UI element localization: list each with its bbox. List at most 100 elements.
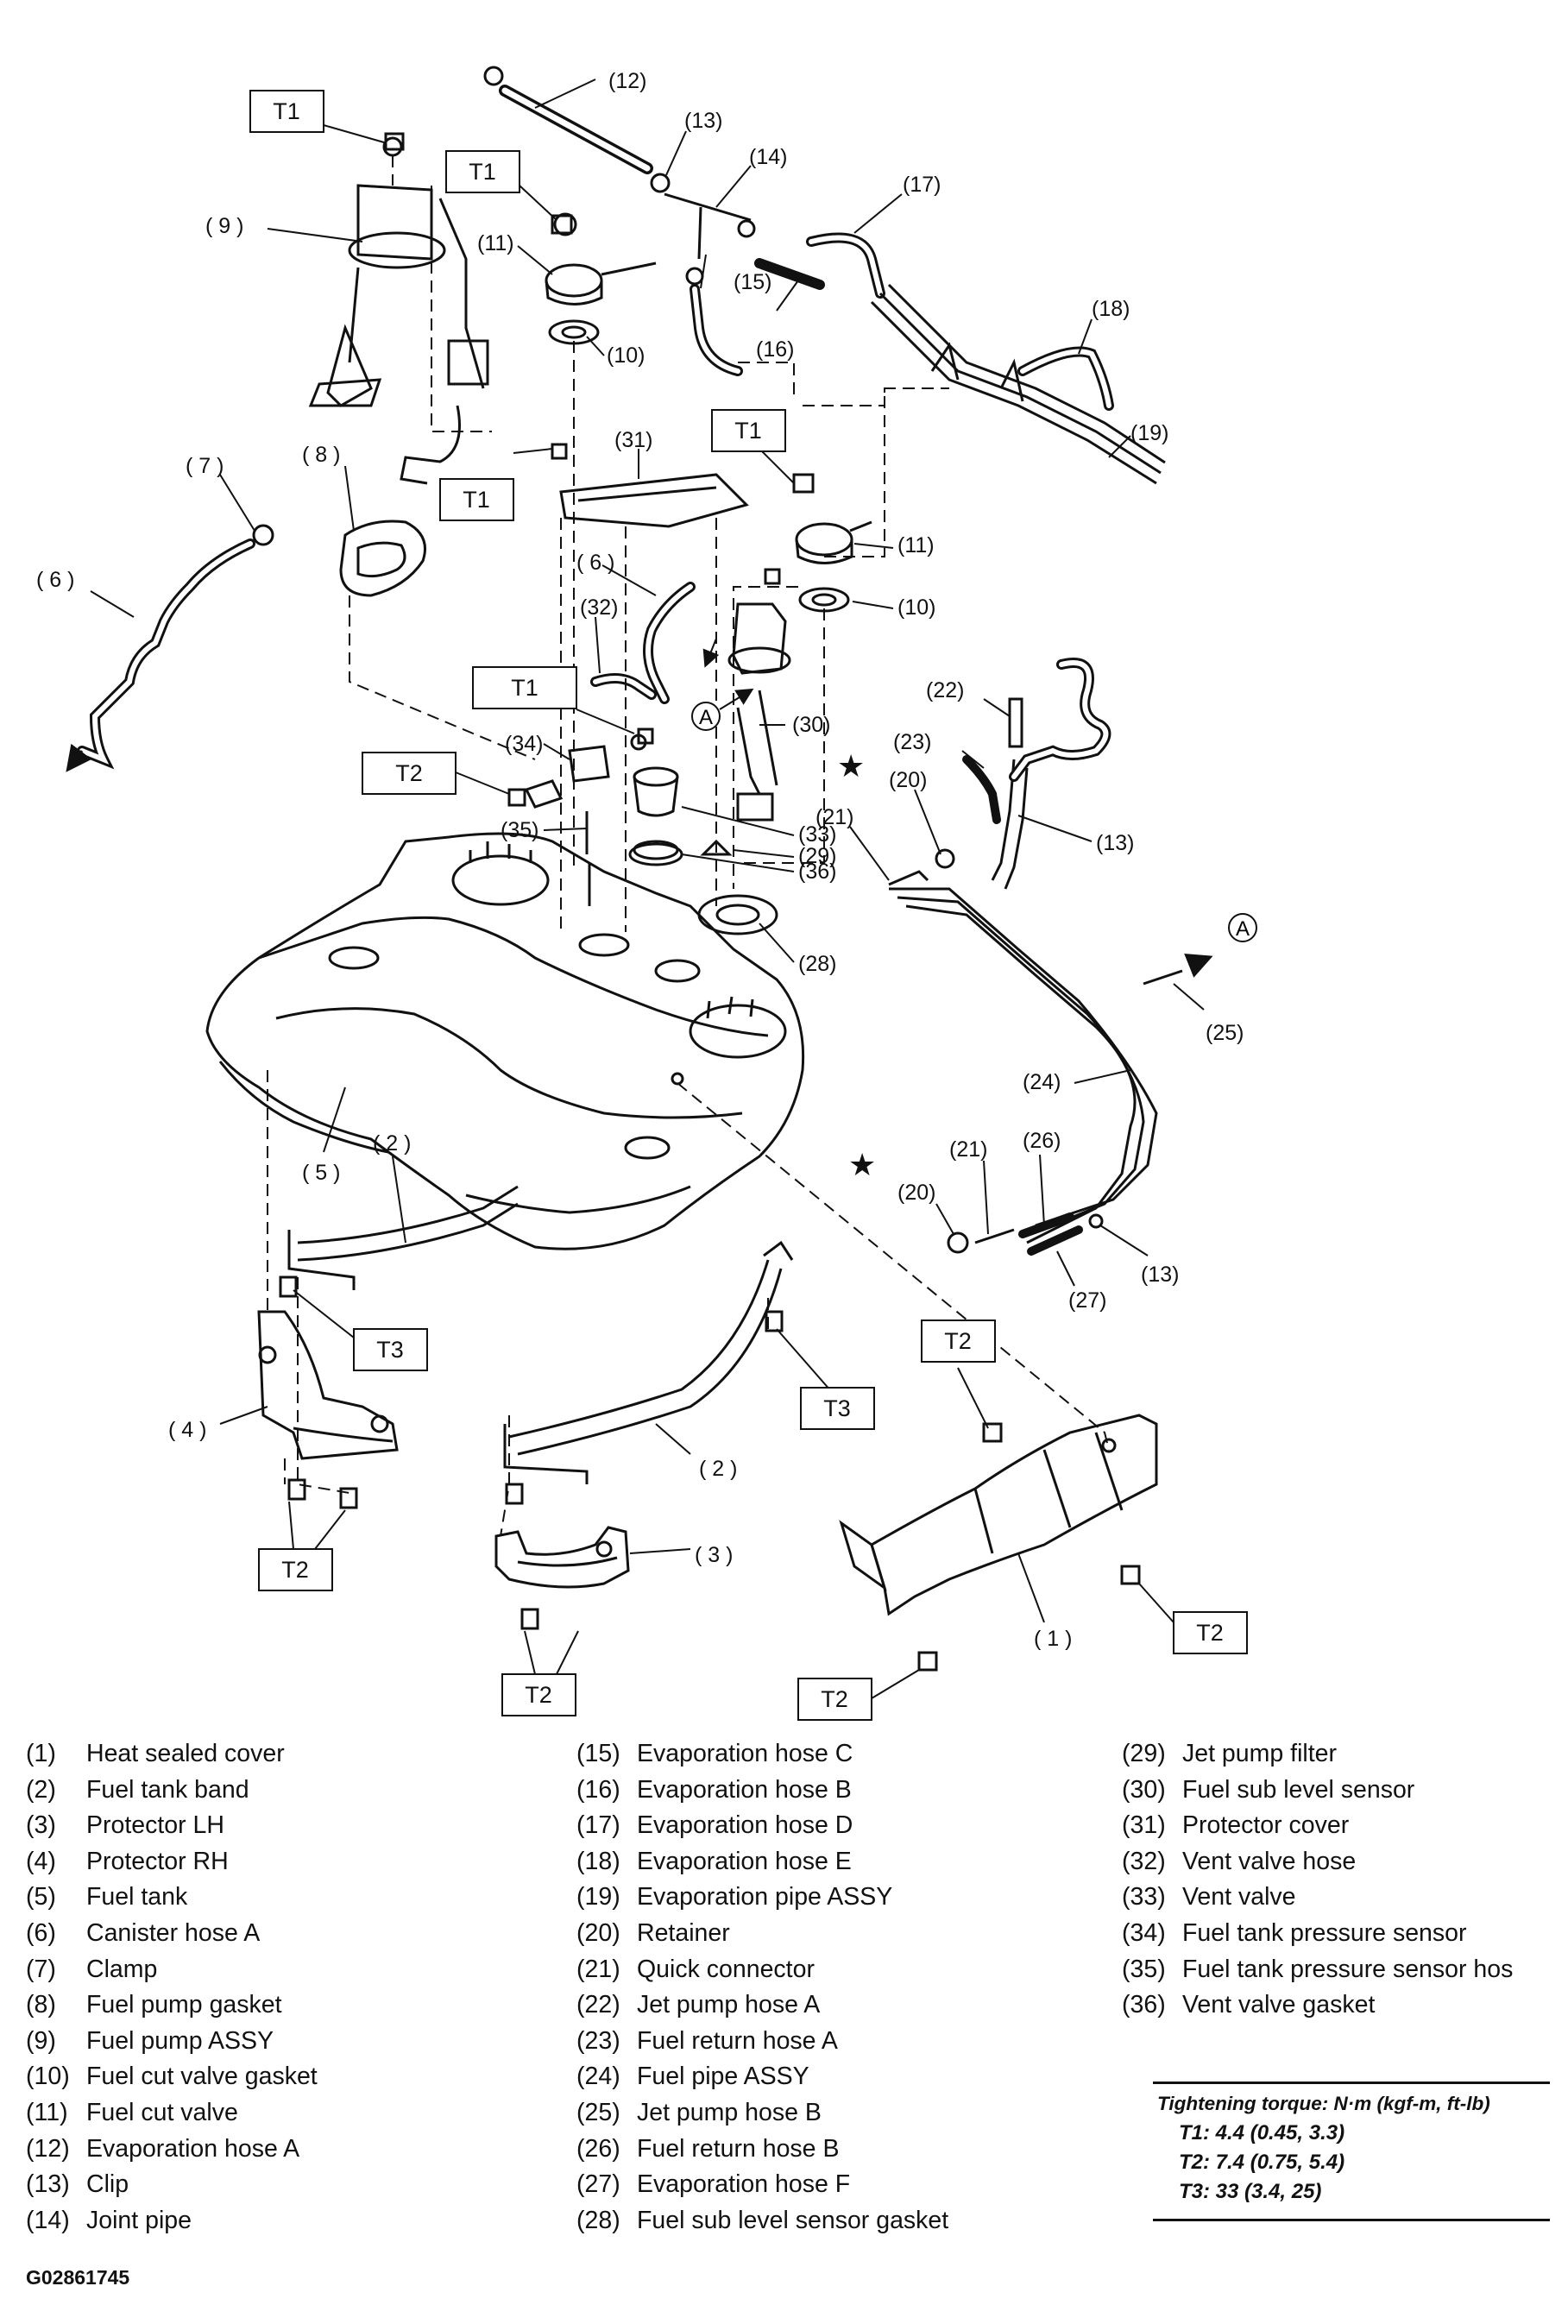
callout-36: (36) xyxy=(798,860,836,884)
legend-item: (2)Fuel tank band xyxy=(26,1773,318,1809)
legend-item-label: Fuel pump gasket xyxy=(86,1991,282,2019)
legend-item-label: Evaporation hose A xyxy=(86,2134,300,2163)
callout-35: (35) xyxy=(501,818,538,842)
torque-spec-title: Tightening torque: N·m (kgf-m, ft-lb) xyxy=(1157,2093,1490,2114)
torque-box-t1-cut-valve: T1 xyxy=(445,150,520,193)
legend-item-number: (35) xyxy=(1122,1955,1166,1983)
legend-item-label: Fuel tank xyxy=(86,1883,188,1911)
legend-item: (18) Evaporation hose E xyxy=(576,1844,948,1880)
legend-item: (30)Fuel sub level sensor xyxy=(1122,1773,1553,1809)
torque-spec-row-t1: T1: 4.4 (0.45, 3.3) xyxy=(1179,2121,1345,2145)
callout-27: (27) xyxy=(1068,1288,1106,1313)
legend-column-2: (15)Evaporation hose C(16)Evaporation ho… xyxy=(576,1736,948,2239)
legend-item-label: Fuel tank band xyxy=(86,1775,249,1804)
torque-box-label: T1 xyxy=(734,418,762,444)
legend-item-number: (31) xyxy=(1122,1811,1166,1840)
legend-item-number: (21) xyxy=(576,1955,620,1983)
legend-item-number: (4) xyxy=(26,1847,56,1875)
torque-box-t1-cut-valve-lower: T1 xyxy=(711,409,786,452)
legend-item: (22)Jet pump hose A xyxy=(576,1987,948,2024)
legend-item-number: (20) xyxy=(576,1918,620,1947)
legend-item: (4) Protector RH xyxy=(26,1844,318,1880)
legend-item-label: Protector LH xyxy=(86,1811,224,1840)
legend-item-number: (18) xyxy=(576,1847,620,1875)
leader-lines xyxy=(90,79,1205,1623)
legend-item: (35)Fuel tank pressure sensor hos xyxy=(1122,1952,1553,1988)
legend-item-number: (30) xyxy=(1122,1775,1166,1804)
callout-15: (15) xyxy=(734,270,771,294)
torque-box-label: T2 xyxy=(395,760,423,786)
legend-item-number: (15) xyxy=(576,1740,620,1767)
torque-box-t1-cover: T1 xyxy=(439,478,514,521)
legend-item-label: Fuel return hose A xyxy=(637,2026,838,2055)
callout-11: (11) xyxy=(477,231,514,255)
legend-item-label: Fuel return hose B xyxy=(637,2134,840,2163)
legend-item-label: Canister hose A xyxy=(86,1918,261,1947)
legend-item-number: (7) xyxy=(26,1955,56,1983)
legend-item-number: (26) xyxy=(576,2134,620,2163)
legend-item-label: Evaporation hose C xyxy=(637,1740,853,1767)
legend-item-label: Fuel tank pressure sensor xyxy=(1182,1918,1467,1947)
legend-item-number: (9) xyxy=(26,2026,56,2055)
legend-item-number: (19) xyxy=(576,1883,620,1911)
torque-box-label: T1 xyxy=(469,159,496,185)
callout-10: (10) xyxy=(607,343,645,368)
legend-item-number: (11) xyxy=(26,2098,68,2126)
legend-item: (15) Evaporation hose C xyxy=(576,1736,948,1773)
torque-box-label: T2 xyxy=(821,1686,848,1712)
legend-item-number: (6) xyxy=(26,1918,56,1947)
legend-item-number: (5) xyxy=(26,1883,56,1911)
callout-25: (25) xyxy=(1206,1021,1244,1045)
legend-item: (34) Fuel tank pressure sensor xyxy=(1122,1916,1553,1952)
legend-item-label: Protector RH xyxy=(86,1847,229,1875)
ref-mark-letter: A xyxy=(699,706,713,729)
legend-item-label: Joint pipe xyxy=(86,2206,192,2234)
legend-item-number: (33) xyxy=(1122,1883,1166,1911)
legend-item: (29)Jet pump filter xyxy=(1122,1736,1553,1773)
legend-item: (20) Retainer xyxy=(576,1916,948,1952)
legend-item-label: Vent valve gasket xyxy=(1182,1991,1376,2019)
legend-item-number: (34) xyxy=(1122,1918,1166,1947)
callout-22: (22) xyxy=(926,678,964,702)
protector-rh-drawing xyxy=(257,1310,399,1460)
figure-code: G02861745 xyxy=(26,2266,130,2289)
ref-mark-a-upper xyxy=(702,638,720,668)
star-marks: ★ ★ xyxy=(837,748,876,1182)
callout-29: (29) xyxy=(798,844,836,868)
legend-item: (17)Evaporation hose D xyxy=(576,1808,948,1844)
legend-item-label: Retainer xyxy=(637,1918,730,1947)
legend-item-number: (13) xyxy=(26,2170,70,2199)
legend-item-label: Fuel cut valve xyxy=(86,2098,238,2126)
legend-item: (21)Quick connector xyxy=(576,1952,948,1988)
torque-box-t2-protector-rh: T2 xyxy=(258,1548,333,1591)
legend-item: (8)Fuel pump gasket xyxy=(26,1987,318,2024)
legend-column-1: (1)Heat sealed cover(2)Fuel tank band(3)… xyxy=(26,1736,318,2239)
torque-box-t2-cover-bottom: T2 xyxy=(797,1678,872,1721)
ref-mark-letter: A xyxy=(1236,917,1250,941)
legend-item-number: (3) xyxy=(26,1811,56,1840)
legend-item: (31)Protector cover xyxy=(1122,1808,1553,1844)
torque-spec-table: Tightening torque: N·m (kgf-m, ft-lb) T1… xyxy=(1153,2082,1550,2221)
legend-item: (28)Fuel sub level sensor gasket xyxy=(576,2203,948,2239)
torque-box-t3-left: T3 xyxy=(353,1328,428,1371)
torque-box-label: T2 xyxy=(525,1682,552,1708)
callout-34: (34) xyxy=(505,732,543,756)
callout-9: ( 9 ) xyxy=(205,214,243,238)
legend-item-label: Evaporation hose E xyxy=(637,1847,852,1875)
legend-item: (19) Evaporation pipe ASSY xyxy=(576,1880,948,1916)
legend-item-number: (36) xyxy=(1122,1991,1166,2019)
legend-item-label: Fuel pump ASSY xyxy=(86,2026,274,2055)
torque-box-t3-right: T3 xyxy=(800,1387,875,1430)
torque-box-label: T2 xyxy=(1196,1620,1224,1646)
torque-spec-row-t3: T3: 33 (3.4, 25) xyxy=(1179,2180,1322,2203)
callout-5: ( 5 ) xyxy=(302,1161,340,1185)
legend-item-label: Evaporation pipe ASSY xyxy=(637,1883,893,1911)
legend-item-label: Vent valve hose xyxy=(1182,1847,1357,1875)
legend-item-label: Fuel sub level sensor gasket xyxy=(637,2206,949,2234)
torque-box-t2-cover-top: T2 xyxy=(921,1319,996,1363)
legend-item-label: Clamp xyxy=(86,1955,158,1983)
torque-box-label: T1 xyxy=(273,98,300,124)
callout-2-lower: ( 2 ) xyxy=(699,1457,737,1481)
callout-18: (18) xyxy=(1092,297,1130,321)
